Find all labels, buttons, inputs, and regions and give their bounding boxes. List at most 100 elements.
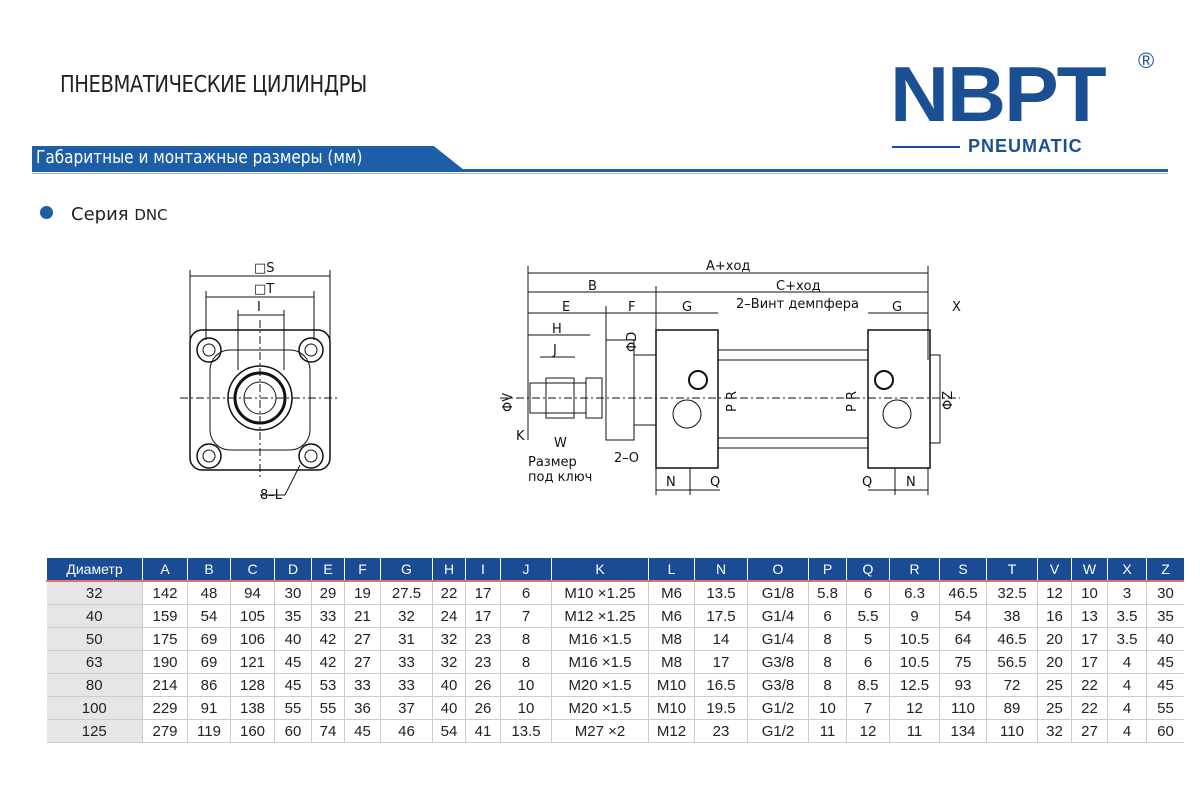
table-cell: 23 — [694, 719, 748, 743]
table-cell: 27 — [344, 627, 381, 651]
column-header: E — [311, 558, 345, 582]
table-cell: 279 — [142, 719, 188, 743]
label-I: I — [257, 300, 261, 315]
table-cell: 23 — [465, 627, 501, 651]
label-G2: G — [892, 300, 902, 315]
table-cell: G1/4 — [747, 604, 809, 628]
table-cell: 6 — [808, 604, 847, 628]
diameter-cell: 32 — [46, 581, 143, 605]
table-cell: 8 — [808, 627, 847, 651]
section-title: Габаритные и монтажные размеры (мм) — [36, 147, 363, 168]
table-cell: 22 — [1071, 673, 1108, 697]
table-cell: 33 — [311, 604, 345, 628]
series-label: Серия — [71, 204, 129, 225]
table-cell: 16 — [1037, 604, 1072, 628]
table-cell: 175 — [142, 627, 188, 651]
table-cell: 190 — [142, 650, 188, 674]
column-header: P — [808, 558, 847, 582]
table-cell: M10 — [648, 673, 695, 697]
table-cell: 4 — [1107, 673, 1147, 697]
table-cell: 42 — [311, 650, 345, 674]
table-cell: 110 — [986, 719, 1038, 743]
label-X: X — [952, 300, 961, 315]
table-cell: G1/2 — [747, 719, 809, 743]
label-K: K — [516, 429, 525, 444]
label-S: □S — [254, 261, 275, 276]
table-cell: 33 — [380, 650, 433, 674]
table-cell: 159 — [142, 604, 188, 628]
label-Q2: Q — [862, 475, 872, 490]
table-cell: 160 — [230, 719, 275, 743]
column-header: C — [230, 558, 275, 582]
table-cell: 32.5 — [986, 581, 1038, 605]
label-wrench-2: под ключ — [528, 470, 592, 485]
table-cell: 21 — [344, 604, 381, 628]
table-cell: 128 — [230, 673, 275, 697]
table-cell: 69 — [187, 627, 231, 651]
column-header: W — [1071, 558, 1108, 582]
table-cell: 36 — [344, 696, 381, 720]
table-cell: 119 — [187, 719, 231, 743]
column-header: J — [500, 558, 552, 582]
table-cell: 27 — [1071, 719, 1108, 743]
table-cell: 134 — [939, 719, 987, 743]
table-cell: 93 — [939, 673, 987, 697]
table-cell: 45 — [274, 650, 312, 674]
table-cell: 54 — [939, 604, 987, 628]
table-cell: 6 — [846, 650, 890, 674]
label-V: ΦV — [501, 393, 516, 412]
table-cell: 121 — [230, 650, 275, 674]
table-cell: 46.5 — [986, 627, 1038, 651]
table-cell: 20 — [1037, 627, 1072, 651]
table-cell: 9 — [889, 604, 940, 628]
table-cell: 16.5 — [694, 673, 748, 697]
column-header: L — [648, 558, 695, 582]
table-cell: 25 — [1037, 673, 1072, 697]
table-cell: 24 — [432, 604, 466, 628]
table-cell: M12 ×1.25 — [551, 604, 649, 628]
divider — [32, 169, 1168, 172]
table-cell: 64 — [939, 627, 987, 651]
label-Q1: Q — [710, 475, 720, 490]
table-cell: 54 — [432, 719, 466, 743]
table-cell: 60 — [1146, 719, 1184, 743]
diameter-cell: 40 — [46, 604, 143, 628]
table-cell: 10 — [808, 696, 847, 720]
table-cell: 17 — [1071, 650, 1108, 674]
table-cell: M8 — [648, 627, 695, 651]
table-cell: 30 — [1146, 581, 1184, 605]
table-cell: 69 — [187, 650, 231, 674]
table-cell: 5.8 — [808, 581, 847, 605]
table-cell: M10 ×1.25 — [551, 581, 649, 605]
column-header: D — [274, 558, 312, 582]
label-C: C+ход — [776, 279, 821, 294]
table-cell: 27.5 — [380, 581, 433, 605]
table-cell: 55 — [311, 696, 345, 720]
column-header: F — [344, 558, 381, 582]
table-cell: M8 — [648, 650, 695, 674]
logo-registered: ® — [1138, 48, 1155, 73]
table-cell: 17 — [465, 581, 501, 605]
page-title: ПНЕВМАТИЧЕСКИЕ ЦИЛИНДРЫ — [60, 72, 367, 98]
label-N2: N — [906, 475, 916, 490]
table-cell: 26 — [465, 673, 501, 697]
table-cell: 53 — [311, 673, 345, 697]
table-cell: 11 — [889, 719, 940, 743]
table-cell: 22 — [432, 581, 466, 605]
label-O: 2–O — [614, 451, 639, 466]
table-cell: 46 — [380, 719, 433, 743]
table-cell: 40 — [432, 696, 466, 720]
label-PR2: P R — [845, 391, 860, 412]
table-cell: 10.5 — [889, 627, 940, 651]
table-cell: 6 — [846, 581, 890, 605]
table-cell: 3.5 — [1107, 604, 1147, 628]
table-cell: M16 ×1.5 — [551, 627, 649, 651]
table-cell: 14 — [694, 627, 748, 651]
label-G1: G — [682, 300, 692, 315]
table-cell: 12 — [846, 719, 890, 743]
table-cell: 25 — [1037, 696, 1072, 720]
